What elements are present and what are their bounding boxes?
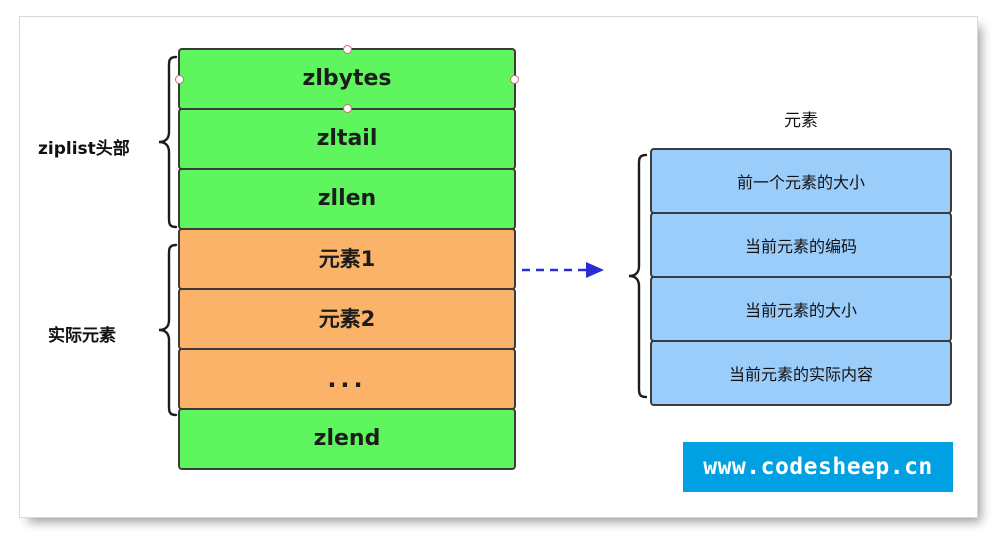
label-actual-entries: 实际元素: [48, 326, 116, 346]
ziplist-row-zltail[interactable]: zltail: [178, 108, 516, 170]
label-ziplist-header: ziplist头部: [38, 139, 130, 159]
field-label: 当前元素的实际内容: [728, 365, 873, 384]
row-label: ...: [327, 365, 367, 393]
ziplist-stack: zlbytes zltail zllen 元素1 元素2 ... zlend: [175, 45, 519, 470]
row-label: 元素1: [318, 246, 376, 271]
selection-handle-left-icon[interactable]: [175, 74, 184, 84]
row-label: 元素2: [318, 306, 376, 331]
element-field-prev-entry-length[interactable]: 前一个元素的大小: [650, 148, 952, 214]
ziplist-row-zlbytes[interactable]: zlbytes: [175, 45, 519, 113]
selection-handle-right-icon[interactable]: [510, 74, 519, 84]
ziplist-row-zllen[interactable]: zllen: [178, 168, 516, 230]
selection-handle-top-icon[interactable]: [342, 45, 352, 54]
row-label: zlend: [313, 426, 381, 451]
watermark-text: www.codesheep.cn: [703, 454, 933, 480]
ziplist-row-entry-2[interactable]: 元素2: [178, 288, 516, 350]
brace-ziplist-header: [156, 54, 178, 230]
field-label: 前一个元素的大小: [736, 173, 865, 192]
element-field-encoding[interactable]: 当前元素的编码: [650, 212, 952, 278]
element-detail-stack: 前一个元素的大小 当前元素的编码 当前元素的大小 当前元素的实际内容: [650, 148, 952, 406]
row-label: zlbytes: [302, 66, 392, 91]
element-field-current-length[interactable]: 当前元素的大小: [650, 276, 952, 342]
brace-actual-entries: [156, 242, 178, 418]
element-detail-title: 元素: [784, 111, 818, 131]
brace-element-detail: [626, 152, 648, 400]
watermark-badge: www.codesheep.cn: [683, 442, 953, 492]
selection-handle-bottom-icon[interactable]: [342, 104, 352, 113]
field-label: 当前元素的编码: [744, 237, 857, 256]
ziplist-row-zlend[interactable]: zlend: [178, 408, 516, 470]
connector-arrow-icon: [520, 252, 612, 292]
ziplist-row-entry-1[interactable]: 元素1: [178, 228, 516, 290]
element-field-content[interactable]: 当前元素的实际内容: [650, 340, 952, 406]
ziplist-row-entry-ellipsis[interactable]: ...: [178, 348, 516, 410]
row-label: zltail: [316, 126, 378, 151]
row-label: zllen: [317, 186, 377, 211]
field-label: 当前元素的大小: [744, 301, 857, 320]
